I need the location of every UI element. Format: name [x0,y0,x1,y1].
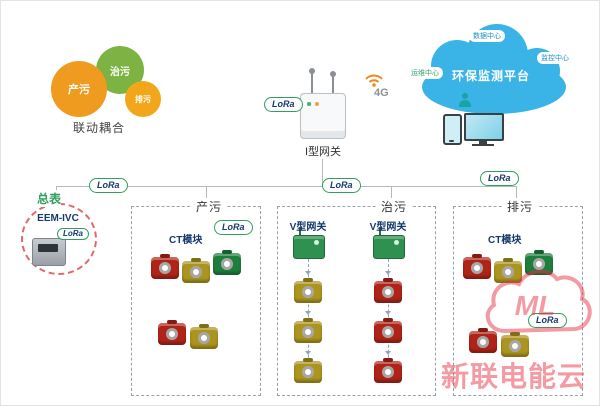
group-box-zhiwu-title: 治污 [377,198,412,215]
arrow-down-icon [305,271,311,275]
arrow-down-icon [385,271,391,275]
monitor-base [472,144,494,146]
lora-badge-meter: LoRa [57,228,89,240]
ct-module-label-chanwu: CT模块 [169,235,203,246]
user-icon [457,93,473,108]
gear-chanwu-label: 产污 [68,84,90,96]
monitor-stand [479,140,487,144]
label-4g: 4G [374,87,389,99]
antenna-icon [330,71,336,94]
ct-module-red [374,361,402,383]
arrow-down-icon [385,311,391,315]
ct-module-yellow [494,261,522,283]
gear-zhiwu-label: 治污 [110,66,130,78]
cloud-badge-data-center: 数据中心 [469,30,505,42]
ct-module-yellow [190,327,218,349]
gear-chanwu: 产污 [51,61,107,117]
ct-module-red [463,257,491,279]
ct-module-yellow [182,261,210,283]
ct-module-yellow [294,361,322,383]
gateway-led [307,102,311,106]
cloud-badge-monitor-center: 监控中心 [537,52,573,64]
bus-line [56,186,516,187]
ct-module-red [469,331,497,353]
ct-module-yellow [294,321,322,343]
group-box-chanwu-title: 产污 [192,198,227,215]
smartphone-icon [443,114,462,145]
v-gateway-left-label: V型网关 [289,222,327,233]
ct-module-red [374,281,402,303]
monitor-icon [464,113,504,141]
ct-module-green [213,253,241,275]
ct-module-label-paiwu: CT模块 [488,235,522,246]
gateway-device [300,93,346,139]
main-meter-model: EEM-IVC [37,213,79,224]
lora-badge-chanwu: LoRa [214,220,253,235]
group-box-paiwu-title: 排污 [503,198,538,215]
arrow-down-icon [305,311,311,315]
group-box-zhiwu [277,206,436,396]
gateway-led [315,102,319,106]
lora-badge-bus-right: LoRa [480,171,519,186]
main-meter-label: 总表 [37,190,62,207]
power-meter-device [32,238,66,266]
drop-line-paiwu [516,186,517,206]
cloud-platform-title: 环保监测平台 [451,69,530,83]
gear-group-caption: 联动耦合 [73,121,126,135]
antenna-icon [309,68,315,94]
gateway-drop-line [322,157,323,186]
wifi-icon [365,74,383,87]
drop-line-zhiwu [391,186,392,206]
lora-badge-bus-left: LoRa [89,178,128,193]
ct-module-red [158,323,186,345]
lora-badge-gateway: LoRa [264,97,303,112]
lora-badge-paiwu: LoRa [528,313,567,328]
cloud-badge-ops-center: 运维中心 [407,67,443,79]
drop-line-chanwu [206,186,207,206]
ct-module-yellow [294,281,322,303]
ct-module-yellow [501,335,529,357]
gateway-label: I型网关 [295,143,351,159]
gear-paiwu: 排污 [125,81,161,117]
cloud-platform: 环保监测平台 数据中心 运维中心 监控中心 [399,21,584,121]
arrow-down-icon [305,351,311,355]
ct-module-red [374,321,402,343]
v-gateway-right-label: V型网关 [369,222,407,233]
v-gateway-device [373,227,405,259]
arrow-down-icon [385,351,391,355]
v-gateway-device [293,227,325,259]
lora-badge-bus-mid: LoRa [322,178,361,193]
gear-paiwu-label: 排污 [135,94,151,104]
ct-module-red [151,257,179,279]
ct-module-green [525,253,553,275]
